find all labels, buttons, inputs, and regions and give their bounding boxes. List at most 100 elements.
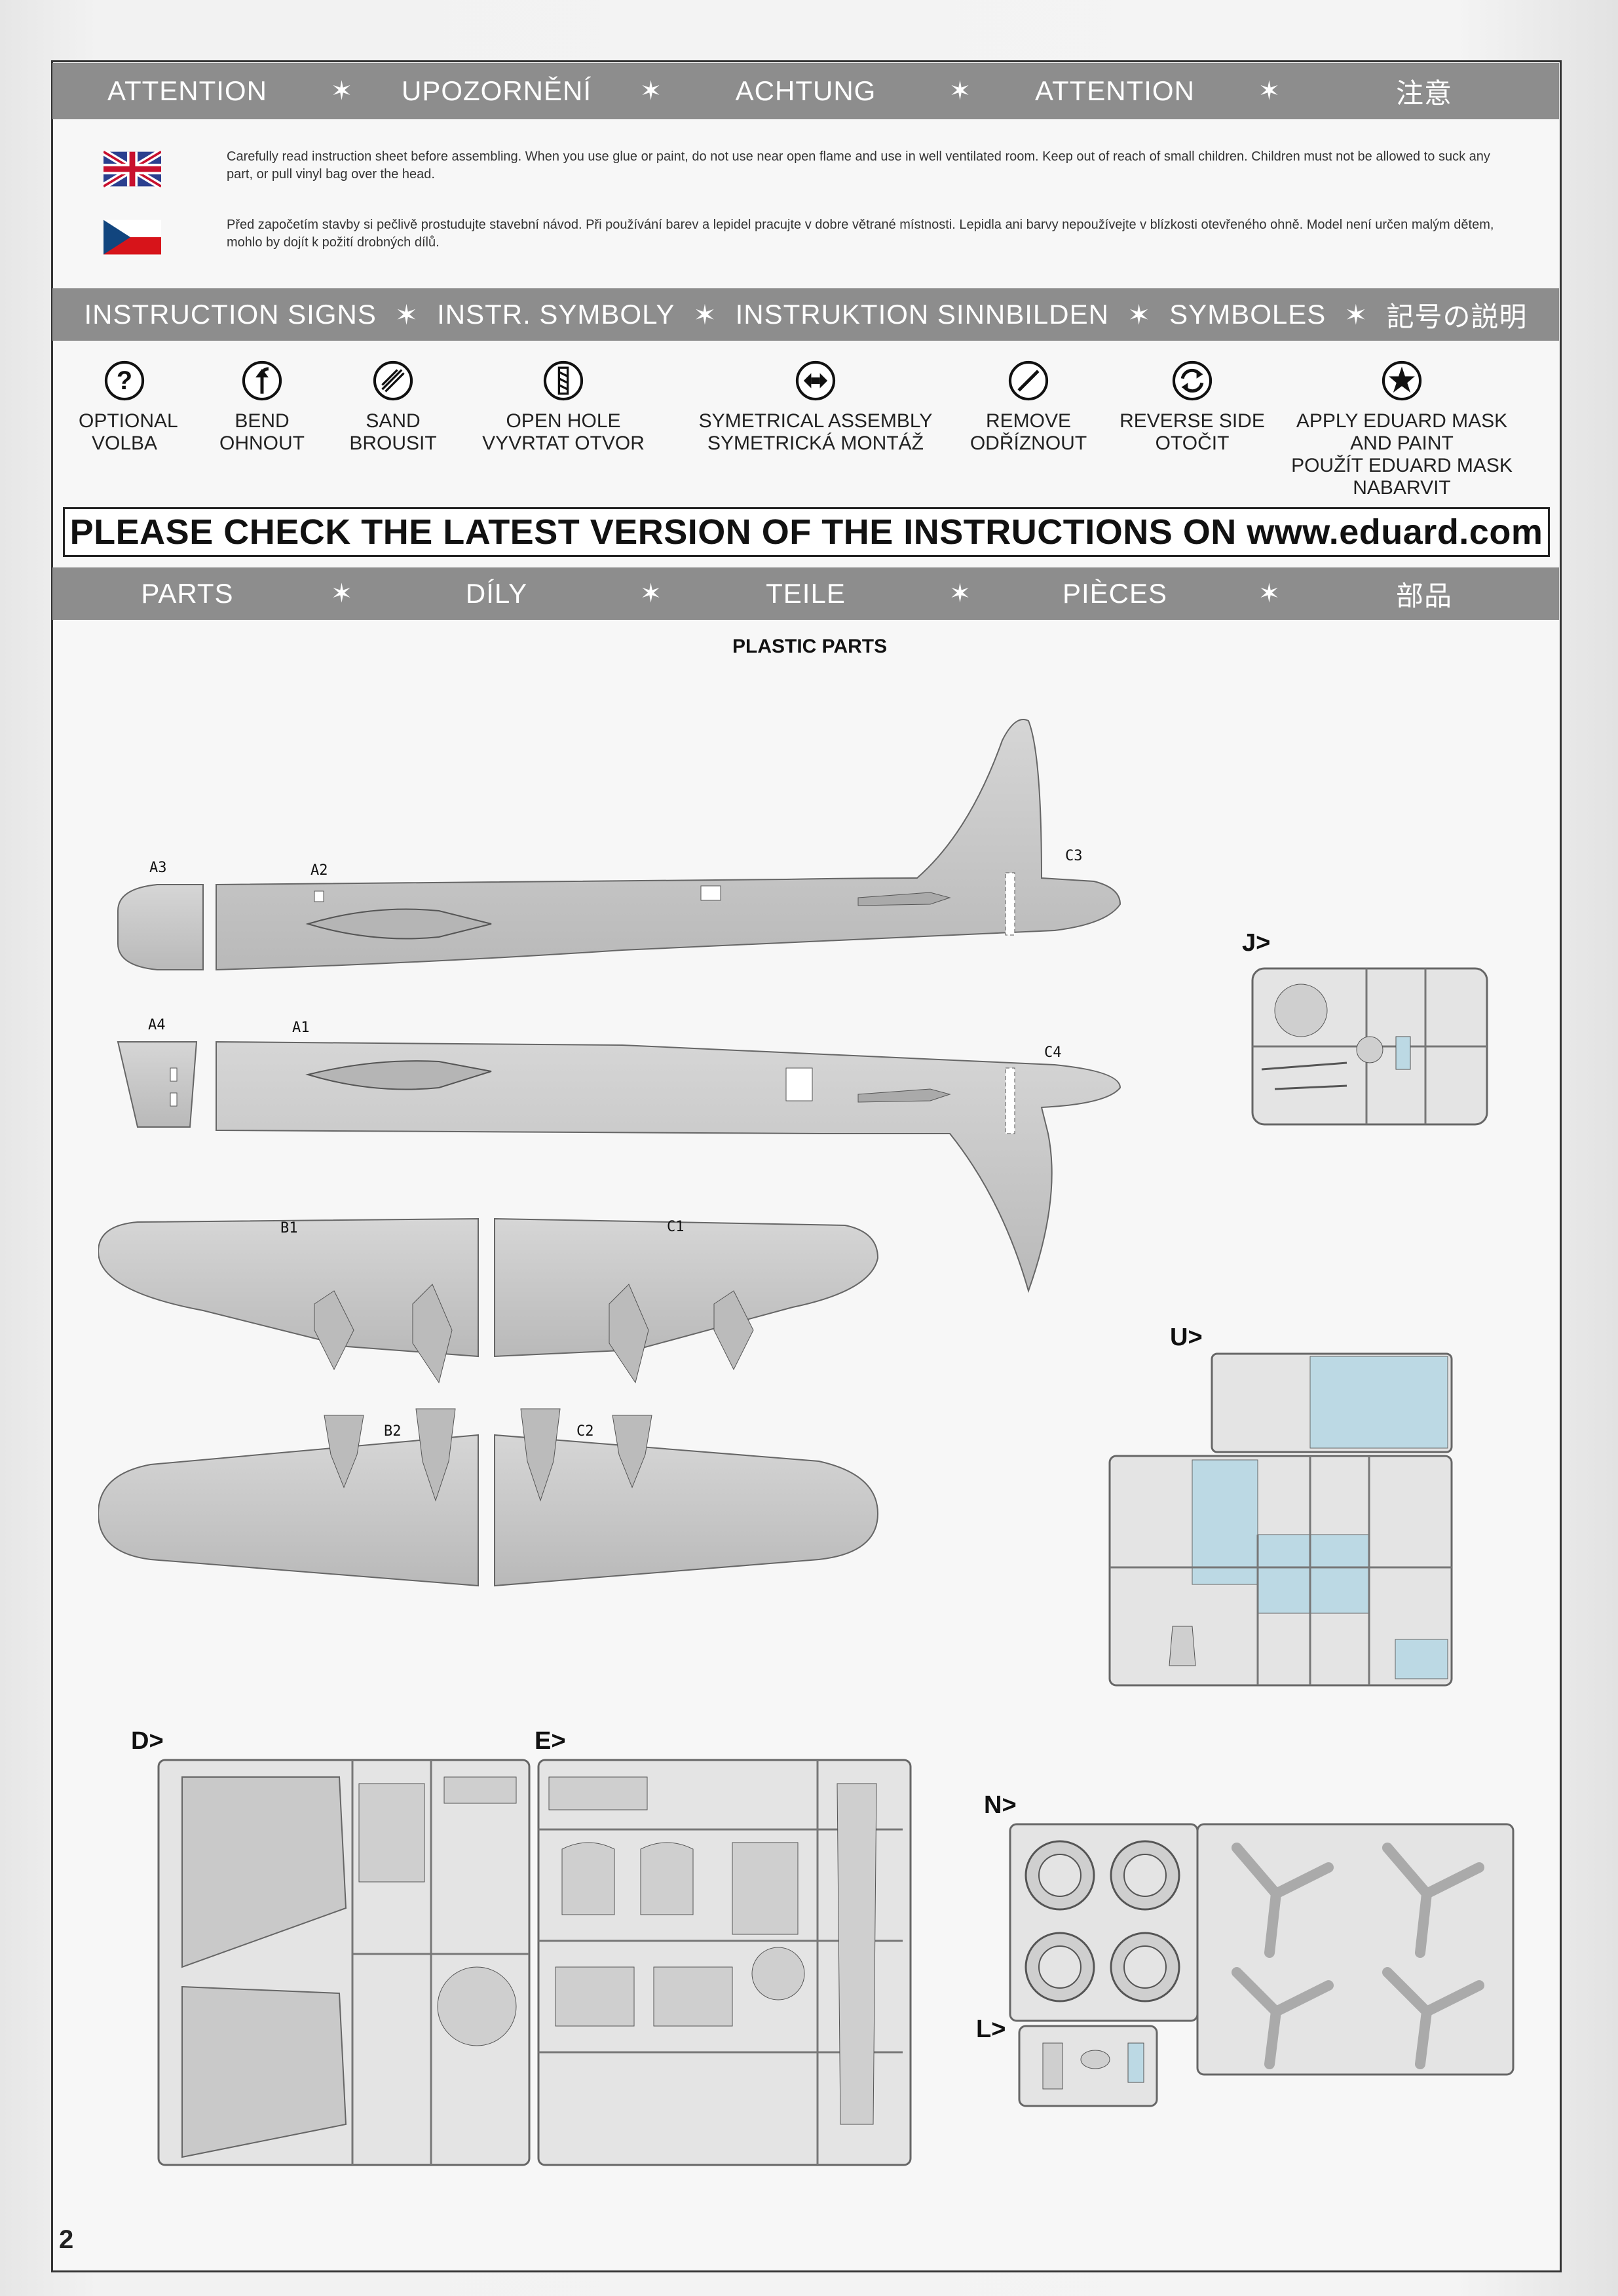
airframe-parts-drawing: [98, 719, 1121, 1587]
uk-flag-icon: [103, 151, 161, 187]
attention-cz: UPOZORNĚNÍ: [401, 75, 592, 106]
sprue-n: [1009, 1823, 1515, 2076]
wing-lower-c2: [494, 1408, 879, 1587]
sign-label-line: VYVRTAT OTVOR: [482, 432, 645, 454]
sign-label-line: OHNOUT: [219, 432, 305, 454]
check-latest-version-notice: PLEASE CHECK THE LATEST VERSION OF THE I…: [63, 507, 1550, 557]
sprue-l: [1018, 2025, 1158, 2107]
parts-fr: PIÈCES: [1062, 578, 1168, 609]
cz-flag-icon: [103, 220, 161, 255]
sand-icon: [373, 360, 413, 401]
separator-star-icon: ✶: [639, 77, 663, 105]
label-a1: A1: [292, 1020, 310, 1036]
separator-star-icon: ✶: [330, 77, 354, 105]
separator-star-icon: ✶: [394, 299, 419, 330]
sprue-d-label: D>: [131, 1727, 164, 1755]
attention-de: ACHTUNG: [735, 75, 876, 106]
sprue-u: [1108, 1352, 1453, 1687]
signs-cz: INSTR. SYMBOLY: [437, 299, 675, 330]
signs-de: INSTRUKTION SINNBILDEN: [735, 299, 1109, 330]
question-icon: ?: [104, 360, 145, 401]
separator-star-icon: ✶: [1258, 579, 1281, 608]
signs-fr: SYMBOLES: [1169, 299, 1326, 330]
label-a3: A3: [149, 860, 167, 876]
sign-open-hole: OPEN HOLE VYVRTAT OTVOR: [478, 359, 649, 455]
label-c4: C4: [1044, 1044, 1062, 1061]
label-a2: A2: [310, 862, 328, 879]
sprue-j-label: J>: [1242, 929, 1271, 957]
symmetric-icon: [795, 360, 836, 401]
attention-en: ATTENTION: [107, 75, 267, 106]
separator-star-icon: ✶: [949, 579, 972, 608]
sign-bend: BEND OHNOUT: [216, 359, 308, 455]
sign-label-line: VOLBA: [91, 432, 158, 454]
sign-sand: SAND BROUSIT: [347, 359, 439, 455]
wing-upper-c1: [494, 1217, 879, 1384]
sign-remove: REMOVE ODŘÍZNOUT: [956, 359, 1101, 455]
signs-en: INSTRUCTION SIGNS: [84, 299, 377, 330]
fuselage-half-a2: [117, 719, 1121, 971]
sign-optional: ? OPTIONAL VOLBA: [79, 359, 178, 455]
mask-icon: [1382, 360, 1422, 401]
reverse-icon: [1172, 360, 1213, 401]
wing-lower-b2: [98, 1408, 479, 1587]
label-b2: B2: [384, 1423, 402, 1440]
attention-band: ATTENTION ✶ UPOZORNĚNÍ ✶ ACHTUNG ✶ ATTEN…: [52, 63, 1559, 119]
separator-star-icon: ✶: [1127, 299, 1152, 330]
sign-label-line: SAND: [366, 410, 421, 432]
sprue-l-label: L>: [976, 2016, 1006, 2043]
parts-jp: 部品: [1395, 580, 1452, 611]
label-b1: B1: [280, 1220, 298, 1236]
sprue-e-label: E>: [535, 1727, 566, 1755]
sign-mask: APPLY EDUARD MASK AND PAINT POUŽÍT EDUAR…: [1290, 359, 1513, 499]
separator-star-icon: ✶: [639, 579, 663, 608]
sign-label-line: REMOVE: [985, 410, 1072, 432]
sign-reverse: REVERSE SIDE OTOČIT: [1107, 359, 1277, 455]
sign-label-line: SYMETRICKÁ MONTÁŽ: [707, 432, 924, 454]
label-a4: A4: [148, 1017, 166, 1033]
sign-label-line: OTOČIT: [1155, 432, 1230, 454]
sign-label-line: ODŘÍZNOUT: [969, 432, 1087, 454]
sign-label-line: OPEN HOLE: [506, 410, 621, 432]
plastic-parts-title: PLASTIC PARTS: [732, 636, 888, 657]
warning-text-en: Carefully read instruction sheet before …: [227, 149, 1490, 182]
sign-label-line: OPTIONAL: [79, 410, 178, 432]
sign-label-line: BROUSIT: [349, 432, 437, 454]
sign-label-line: REVERSE SIDE: [1119, 410, 1265, 432]
sign-label-line: POUŽÍT EDUARD MASK: [1291, 455, 1513, 476]
instruction-signs: ? OPTIONAL VOLBA BEND OHNOUT SAND BROUSI…: [52, 359, 1559, 503]
wing-upper-b1: [98, 1217, 479, 1384]
page-number: 2: [59, 2225, 74, 2254]
instruction-signs-band: INSTRUCTION SIGNS ✶ INSTR. SYMBOLY ✶ INS…: [52, 288, 1559, 341]
separator-star-icon: ✶: [1344, 299, 1368, 330]
cut-icon: [1008, 360, 1049, 401]
svg-text:?: ?: [117, 366, 132, 395]
parts-en: PARTS: [141, 578, 234, 609]
sprue-d: [157, 1759, 531, 2166]
bend-icon: [242, 360, 282, 401]
parts-band: PARTS ✶ DÍLY ✶ TEILE ✶ PIÈCES ✶ 部品: [52, 567, 1559, 620]
sprue-u-label: U>: [1170, 1324, 1203, 1351]
sprue-n-label: N>: [984, 1791, 1017, 1819]
sign-label-line: SYMETRICAL ASSEMBLY: [698, 410, 933, 432]
separator-star-icon: ✶: [1258, 77, 1281, 105]
signs-jp: 記号の説明: [1386, 301, 1528, 332]
sprue-j: [1251, 967, 1488, 1126]
separator-star-icon: ✶: [693, 299, 717, 330]
attention-jp: 注意: [1395, 77, 1452, 109]
sprue-e: [537, 1759, 912, 2166]
parts-cz: DÍLY: [465, 578, 528, 609]
warning-text-cz: Před započetím stavby si pečlivě prostud…: [227, 218, 1494, 250]
sign-symmetrical: SYMETRICAL ASSEMBLY SYMETRICKÁ MONTÁŽ: [681, 359, 950, 455]
separator-star-icon: ✶: [330, 579, 354, 608]
drill-icon: [543, 360, 584, 401]
fuselage-half-a1: [117, 1041, 1121, 1293]
attention-fr: ATTENTION: [1035, 75, 1195, 106]
label-c3: C3: [1065, 848, 1083, 864]
sign-label-line: AND PAINT: [1350, 432, 1454, 454]
sign-label-line: NABARVIT: [1353, 477, 1451, 499]
separator-star-icon: ✶: [949, 77, 972, 105]
label-c2: C2: [576, 1423, 594, 1440]
sign-label-line: APPLY EDUARD MASK: [1296, 410, 1508, 432]
parts-de: TEILE: [766, 578, 846, 609]
